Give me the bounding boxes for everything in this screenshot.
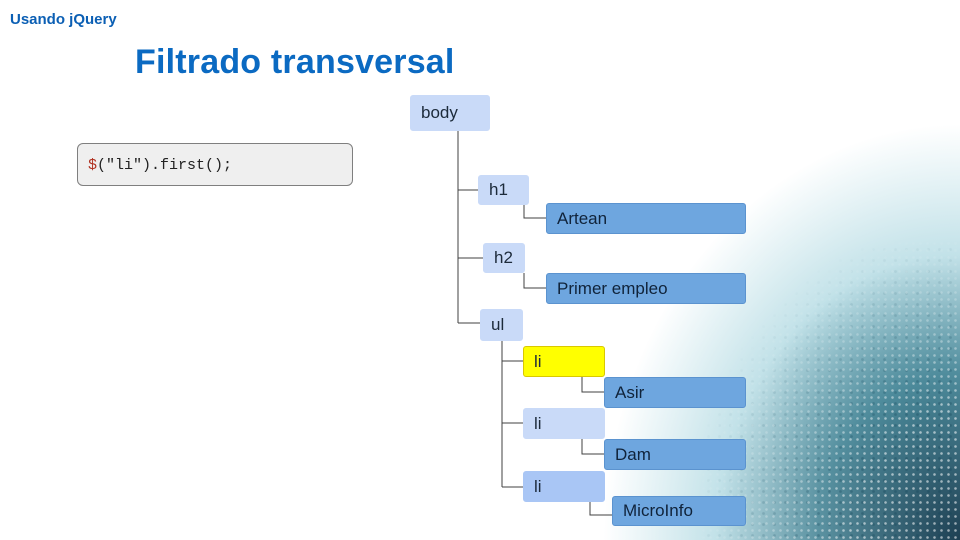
header-tag: Usando jQuery xyxy=(10,11,117,28)
node-ul-label: ul xyxy=(491,315,505,334)
node-ul: ul xyxy=(480,309,523,341)
connector-li2-text xyxy=(581,439,604,455)
node-body: body xyxy=(410,95,490,131)
node-li2-label: li xyxy=(534,413,542,433)
node-li-first-highlighted: li xyxy=(523,346,605,377)
node-h1-label: h1 xyxy=(489,180,508,199)
node-h2-label: h2 xyxy=(494,248,513,267)
node-h2-text-label: Primer empleo xyxy=(557,278,668,298)
node-h2: h2 xyxy=(483,243,525,273)
node-h1-text: Artean xyxy=(546,203,746,234)
connector-li3-text xyxy=(589,501,612,516)
connector-li1-text xyxy=(581,377,604,393)
node-li1-label: li xyxy=(534,351,542,371)
node-li-second: li xyxy=(523,408,605,439)
connector-h1-text xyxy=(523,205,546,219)
code-dollar: $ xyxy=(88,157,98,174)
node-li3-text: MicroInfo xyxy=(612,496,746,526)
code-snippet: $("li").first(); xyxy=(77,143,353,186)
node-li2-text: Dam xyxy=(604,439,746,470)
node-h1: h1 xyxy=(478,175,529,205)
node-li3-label: li xyxy=(534,476,542,496)
node-li1-text: Asir xyxy=(604,377,746,408)
node-li-third: li xyxy=(523,471,605,502)
slide-title: Filtrado transversal xyxy=(135,43,455,81)
node-h2-text: Primer empleo xyxy=(546,273,746,304)
node-li3-text-label: MicroInfo xyxy=(623,501,693,520)
node-body-label: body xyxy=(421,103,458,122)
node-h1-text-label: Artean xyxy=(557,208,608,228)
node-li1-text-label: Asir xyxy=(615,382,645,402)
code-rest: ("li").first(); xyxy=(97,157,233,174)
node-li2-text-label: Dam xyxy=(615,444,651,464)
connector-h2-text xyxy=(523,273,546,289)
